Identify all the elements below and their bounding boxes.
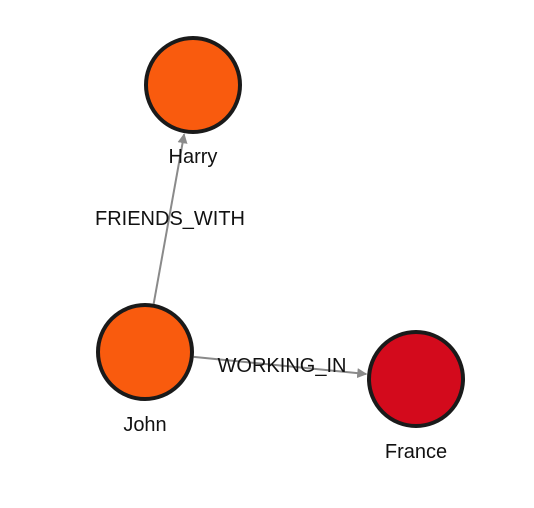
node-harry-circle[interactable] [144,36,242,134]
node-france-label: France [385,441,447,463]
node-france[interactable]: France [367,330,465,463]
edge-label-friends-with: FRIENDS_WITH [95,208,245,230]
edges [152,133,368,379]
node-john[interactable]: John [96,303,194,436]
edge-friends-with[interactable] [152,133,188,304]
node-john-label: John [123,414,166,436]
edge-label-working-in: WORKING_IN [218,355,347,377]
node-harry-label: Harry [169,146,218,168]
nodes: Harry John France [96,36,465,463]
node-john-circle[interactable] [96,303,194,401]
edge-working-in[interactable] [193,355,368,379]
node-france-circle[interactable] [367,330,465,428]
node-harry[interactable]: Harry [144,36,242,168]
edge-labels: FRIENDS_WITH WORKING_IN [95,208,346,377]
